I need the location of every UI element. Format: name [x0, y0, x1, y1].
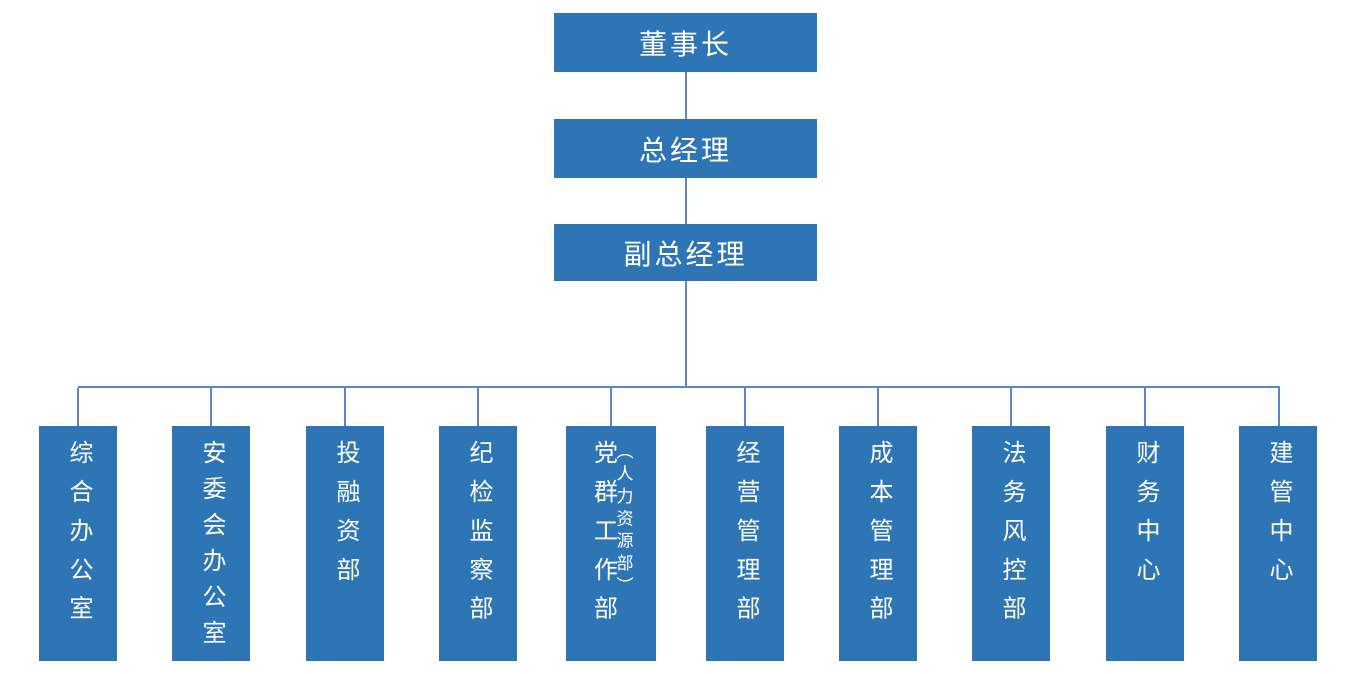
node-operations-management-dept: 经营管理部: [706, 426, 784, 661]
connector-gm-deputy: [685, 178, 687, 224]
connector-drop-9: [1144, 388, 1146, 426]
connector-drop-6: [744, 388, 746, 426]
node-finance-center-label: 财务中心: [1132, 440, 1159, 596]
node-safety-committee-office-label: 安委会办公室: [198, 440, 225, 656]
node-deputy-general-manager: 副总经理: [554, 224, 817, 281]
connector-drop-3: [344, 388, 346, 426]
node-general-office-label: 综合办公室: [65, 440, 92, 635]
connector-drop-5: [610, 388, 612, 426]
connector-drop-2: [210, 388, 212, 426]
node-discipline-inspection-dept: 纪检监察部: [439, 426, 517, 661]
node-deputy-general-manager-label: 副总经理: [623, 238, 748, 270]
node-party-masses-work-dept: 党群工作部 （人力资源部）: [566, 426, 656, 661]
node-chairman-label: 董事长: [638, 28, 732, 60]
node-investment-financing-dept: 投融资部: [306, 426, 384, 661]
node-finance-center: 财务中心: [1106, 426, 1184, 661]
node-investment-financing-dept-label: 投融资部: [332, 440, 359, 596]
node-general-manager: 总经理: [554, 119, 817, 178]
connector-horizontal-bar: [78, 386, 1280, 388]
node-cost-management-dept-label: 成本管理部: [865, 440, 892, 635]
node-legal-risk-control-dept-label: 法务风控部: [998, 440, 1025, 635]
connector-deputy-trunk: [685, 281, 687, 387]
node-safety-committee-office: 安委会办公室: [172, 426, 250, 661]
connector-chairman-gm: [685, 72, 687, 119]
node-construction-management-center: 建管中心: [1239, 426, 1317, 661]
connector-drop-10: [1278, 388, 1280, 426]
node-general-manager-label: 总经理: [638, 134, 732, 166]
node-general-office: 综合办公室: [39, 426, 117, 661]
node-chairman: 董事长: [554, 13, 817, 72]
node-operations-management-dept-label: 经营管理部: [732, 440, 759, 635]
node-legal-risk-control-dept: 法务风控部: [972, 426, 1050, 661]
node-party-masses-work-dept-label: 党群工作部: [589, 440, 617, 635]
connector-drop-4: [477, 388, 479, 426]
connector-drop-1: [77, 388, 79, 426]
node-construction-management-center-label: 建管中心: [1265, 440, 1292, 596]
node-cost-management-dept: 成本管理部: [839, 426, 917, 661]
node-discipline-inspection-dept-label: 纪检监察部: [465, 440, 492, 635]
connector-drop-7: [877, 388, 879, 426]
node-party-masses-work-dept-sublabel: （人力资源部）: [613, 442, 633, 600]
connector-drop-8: [1010, 388, 1012, 426]
